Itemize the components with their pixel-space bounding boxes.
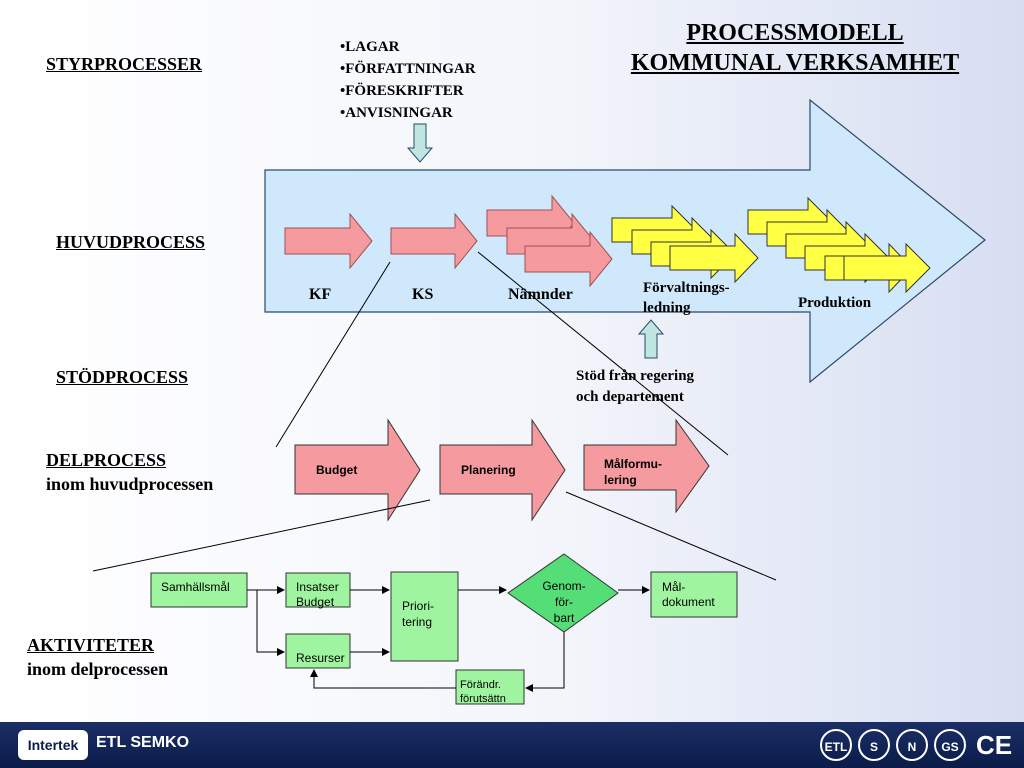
zoom-line-right — [477, 251, 729, 456]
prioritering-box — [390, 571, 459, 662]
produktion-arrows — [747, 196, 931, 294]
zoom-line-left — [275, 261, 391, 448]
samhallsmal-box — [150, 572, 248, 608]
label-forvaltning: Förvaltnings- ledning — [643, 278, 730, 318]
zoom-line-act-right — [565, 491, 777, 581]
label-malformulering-1: Målformu- — [604, 457, 662, 471]
label-genomforbart-2: för- — [555, 595, 573, 609]
maldokument-box — [650, 571, 738, 618]
label-ks: KS — [412, 286, 434, 303]
label-prioritering-2: tering — [402, 615, 433, 629]
laws-item: •FÖRESKRIFTER — [340, 83, 464, 99]
activity-connectors — [247, 586, 650, 692]
label-delprocess: DELPROCESS — [46, 450, 167, 470]
label-samhallsmal: Samhällsmål — [161, 580, 230, 594]
ks-arrow — [390, 212, 478, 270]
laws-list: •LAGAR •FÖRFATTNINGAR •FÖRESKRIFTER •ANV… — [340, 36, 476, 124]
cert-marks: ETL S N GS CE — [820, 728, 1016, 762]
label-aktiviteter-sub: inom delprocessen — [27, 659, 169, 679]
label-stodprocess: STÖDPROCESS — [56, 367, 189, 387]
label-forandr-1: Förändr. — [460, 679, 501, 691]
label-insatser: Insatser Budget — [296, 580, 339, 610]
label-budget: Budget — [316, 463, 358, 477]
insatser-box — [285, 572, 351, 608]
label-delprocess-group: DELPROCESS inom huvudprocessen — [46, 448, 213, 496]
laws-item: •LAGAR — [340, 39, 400, 55]
support-up-arrow — [637, 319, 665, 359]
zoom-line-act-left — [92, 499, 431, 572]
label-insatser-2: Budget — [296, 595, 335, 609]
label-planering: Planering — [461, 463, 516, 477]
resurser-box — [285, 633, 351, 669]
label-styrprocesser: STYRPROCESSER — [46, 54, 203, 74]
label-aktiviteter-group: AKTIVITETER inom delprocessen — [27, 633, 168, 681]
label-malformulering: Målformu- lering — [604, 456, 662, 488]
laws-down-arrow — [406, 123, 434, 163]
label-prioritering-1: Priori- — [402, 599, 434, 613]
label-resurser: Resurser — [296, 651, 345, 665]
label-kf: KF — [309, 286, 332, 303]
label-genomforbart-3: bart — [553, 611, 575, 625]
label-huvudprocess: HUVUDPROCESS — [56, 232, 206, 252]
namnder-arrows — [486, 194, 613, 288]
label-maldokument-2: dokument — [662, 595, 715, 609]
label-forandr: Förändr. förutsättn — [460, 678, 506, 706]
label-produktion: Produktion — [798, 295, 872, 311]
intertek-logo: Intertek — [18, 730, 88, 760]
label-genomforbart: Genom- för- bart — [533, 578, 595, 626]
page-title: PROCESSMODELL KOMMUNAL VERKSAMHET — [585, 18, 1005, 78]
label-genomforbart-1: Genom- — [542, 579, 586, 593]
label-malformulering-2: lering — [604, 473, 637, 487]
support-line-1: Stöd från regering — [576, 368, 695, 384]
laws-item: •ANVISNINGAR — [340, 105, 453, 121]
planering-arrow — [439, 418, 566, 522]
title-line-2: KOMMUNAL VERKSAMHET — [630, 50, 960, 76]
kf-arrow — [284, 212, 373, 270]
support-text: Stöd från regering och departement — [576, 366, 694, 408]
n-cert-icon: N — [896, 729, 928, 761]
label-forvaltning-1: Förvaltnings- — [643, 280, 730, 296]
label-forvaltning-2: ledning — [643, 300, 691, 316]
label-delprocess-sub: inom huvudprocessen — [46, 474, 214, 494]
label-insatser-1: Insatser — [296, 580, 339, 594]
forvaltning-arrows — [611, 204, 759, 284]
footer-bar: Intertek ETL SEMKO ETL S N GS CE — [0, 722, 1024, 768]
forandr-box — [455, 669, 525, 705]
malformulering-arrow — [583, 418, 710, 514]
support-line-2: och departement — [576, 389, 684, 405]
label-aktiviteter: AKTIVITETER — [27, 635, 155, 655]
etl-cert-icon: ETL — [820, 729, 852, 761]
label-maldokument: Mål- dokument — [662, 580, 715, 610]
label-maldokument-1: Mål- — [662, 580, 686, 594]
label-prioritering: Priori- tering — [402, 598, 434, 630]
label-forandr-2: förutsättn — [460, 693, 506, 705]
label-namnder: Nämnder — [508, 286, 573, 303]
s-cert-icon: S — [858, 729, 890, 761]
etl-semko-logo: ETL SEMKO — [96, 734, 190, 751]
gs-cert-icon: GS — [934, 729, 966, 761]
title-line-1: PROCESSMODELL — [686, 20, 904, 46]
budget-arrow — [294, 418, 421, 522]
laws-item: •FÖRFATTNINGAR — [340, 61, 476, 77]
ce-cert-icon: CE — [975, 730, 1013, 760]
